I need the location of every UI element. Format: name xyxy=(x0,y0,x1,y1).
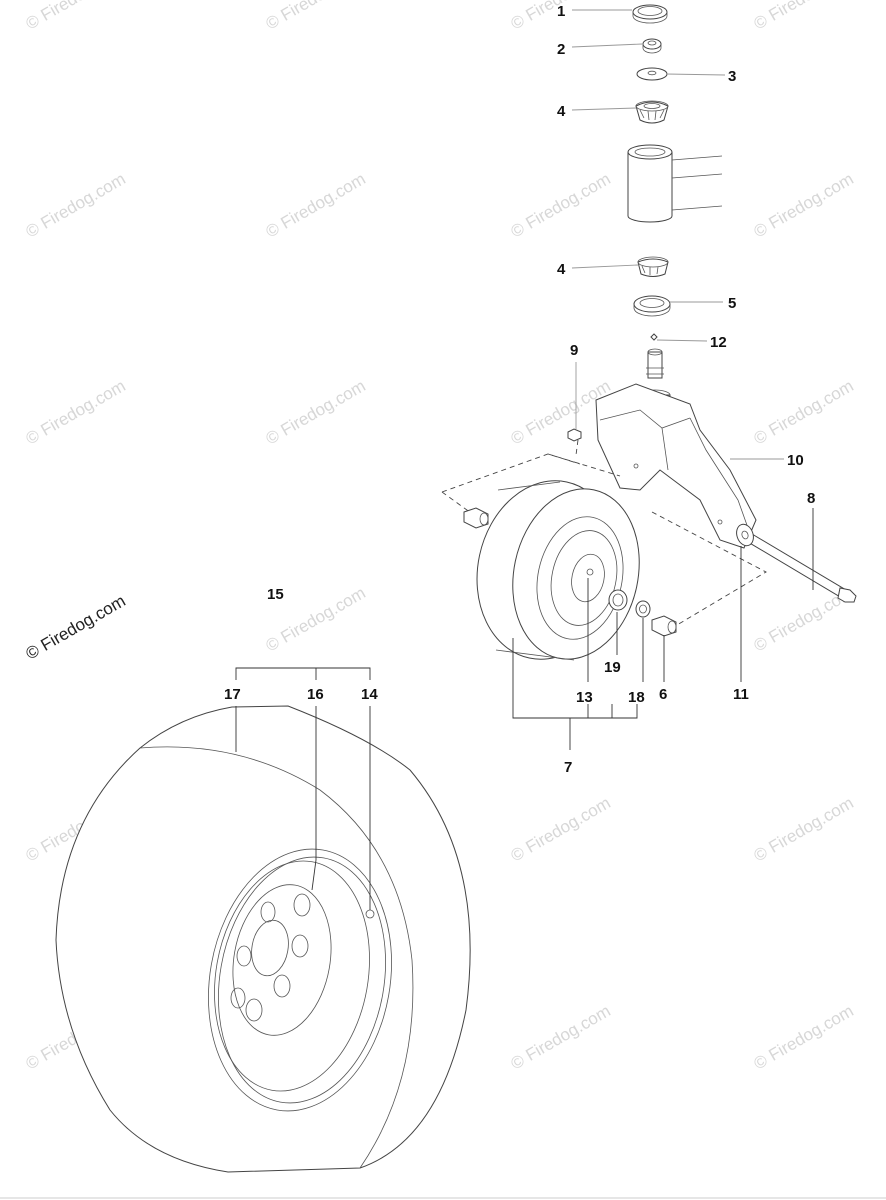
watermark: © Firedog.com xyxy=(508,793,614,865)
callout-6: 6 xyxy=(659,686,667,703)
watermark: © Firedog.com xyxy=(263,0,369,33)
part-8-axle-bolt xyxy=(747,533,857,603)
callout-12: 12 xyxy=(710,334,727,351)
large-drive-wheel xyxy=(55,705,471,1173)
part-3-washer xyxy=(636,67,668,81)
callout-11: 11 xyxy=(733,686,749,703)
watermark: © Firedog.com xyxy=(263,376,369,448)
watermark: © Firedog.com xyxy=(751,1001,857,1073)
watermark: © Firedog.com xyxy=(508,1001,614,1073)
watermark-sample: © Firedog.com xyxy=(23,591,129,663)
watermark: © Firedog.com xyxy=(751,793,857,865)
watermark: © Firedog.com xyxy=(508,169,614,241)
watermark: © Firedog.com xyxy=(23,0,129,33)
part-11-spacer xyxy=(736,523,754,547)
callout-18: 18 xyxy=(628,689,645,706)
watermark: © Firedog.com xyxy=(751,169,857,241)
callout-17: 17 xyxy=(224,686,241,703)
callout-3: 3 xyxy=(728,68,736,85)
callout-10: 10 xyxy=(787,452,804,469)
callout-labels: 1 2 3 4 4 5 12 9 10 8 15 19 13 18 6 11 7… xyxy=(224,3,815,776)
callout-4-lower: 4 xyxy=(557,261,566,278)
callout-9: 9 xyxy=(570,342,578,359)
part-2-bearing xyxy=(642,38,662,54)
callout-1: 1 xyxy=(557,3,565,20)
part-10-caster-fork xyxy=(595,348,757,549)
callout-15: 15 xyxy=(267,586,284,603)
watermark: © Firedog.com xyxy=(23,169,129,241)
callout-16: 16 xyxy=(307,686,324,703)
part-5-seal xyxy=(633,295,671,317)
caster-stack xyxy=(627,4,723,341)
watermark: © Firedog.com xyxy=(751,0,857,33)
callout-13: 13 xyxy=(576,689,593,706)
callout-8: 8 xyxy=(807,490,815,507)
watermark: © Firedog.com xyxy=(751,376,857,448)
part-4-bearing-lower xyxy=(637,256,669,277)
leader-lines xyxy=(235,9,814,910)
callout-4-upper: 4 xyxy=(557,103,566,120)
small-caster-wheel xyxy=(463,480,677,661)
callout-19: 19 xyxy=(604,659,621,676)
part-4-bearing-upper xyxy=(635,100,669,124)
part-1-seal xyxy=(632,4,668,24)
caster-tube xyxy=(627,144,723,223)
callout-5: 5 xyxy=(728,295,736,312)
callout-7: 7 xyxy=(564,759,572,776)
watermark: © Firedog.com xyxy=(263,169,369,241)
callout-14: 14 xyxy=(361,686,378,703)
watermark: © Firedog.com xyxy=(23,376,129,448)
part-9-nut xyxy=(567,428,582,442)
part-12-grease-fitting xyxy=(650,333,658,341)
callout-2: 2 xyxy=(557,41,565,58)
